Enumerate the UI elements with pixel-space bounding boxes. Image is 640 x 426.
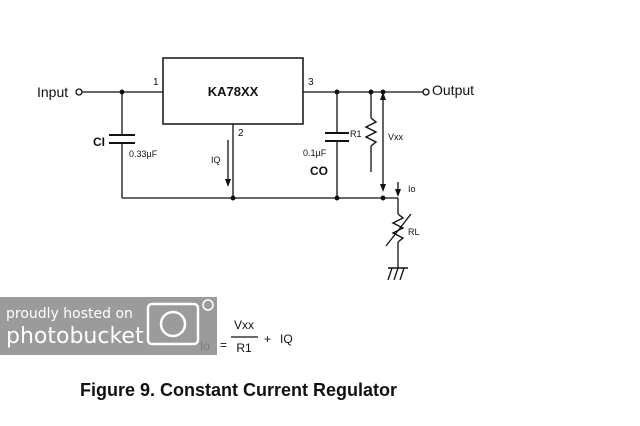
vxx-arrow-head-bottom [380, 184, 386, 192]
rl-variable-arrow [385, 213, 412, 247]
r1-label: R1 [350, 129, 362, 139]
vxx-label: Vxx [388, 132, 404, 142]
formula-plus: + [264, 332, 271, 346]
rl-label: RL [408, 227, 420, 237]
ic-label: KA78XX [208, 84, 259, 99]
pin2-label: 2 [238, 128, 244, 139]
iq-arrow-head [225, 179, 231, 187]
pin3-label: 3 [308, 77, 314, 88]
vxx-arrow-head-top [380, 92, 386, 100]
output-label: Output [432, 82, 474, 98]
junction-dot [380, 195, 386, 201]
registered-icon [202, 299, 214, 311]
iq-label: IQ [211, 155, 221, 165]
ground-hatch [393, 267, 399, 281]
input-terminal [75, 88, 83, 96]
formula-denominator: R1 [236, 341, 252, 355]
figure-caption: Figure 9. Constant Current Regulator [80, 380, 398, 400]
photobucket-watermark: proudly hosted on photobucket [0, 297, 217, 355]
watermark-line2: photobucket [6, 324, 144, 349]
io-label: Io [408, 184, 416, 194]
co-label: CO [310, 164, 328, 178]
ground-hatch [387, 267, 393, 281]
formula-numerator: Vxx [234, 318, 254, 332]
output-terminal [422, 88, 430, 96]
camera-icon [146, 302, 200, 346]
formula-term: IQ [280, 332, 293, 346]
ci-label: CI [93, 135, 105, 149]
co-value: 0.1µF [303, 148, 327, 158]
ground-hatch [399, 267, 405, 281]
watermark-line1: proudly hosted on [6, 306, 133, 322]
junction-dot [230, 195, 236, 201]
ci-value: 0.33µF [129, 149, 158, 159]
rl-resistor [391, 213, 405, 243]
r1-resistor [364, 117, 378, 147]
io-arrow-head [395, 189, 401, 197]
pin1-label: 1 [153, 77, 159, 88]
formula-equals: = [220, 338, 227, 352]
input-label: Input [37, 84, 68, 100]
